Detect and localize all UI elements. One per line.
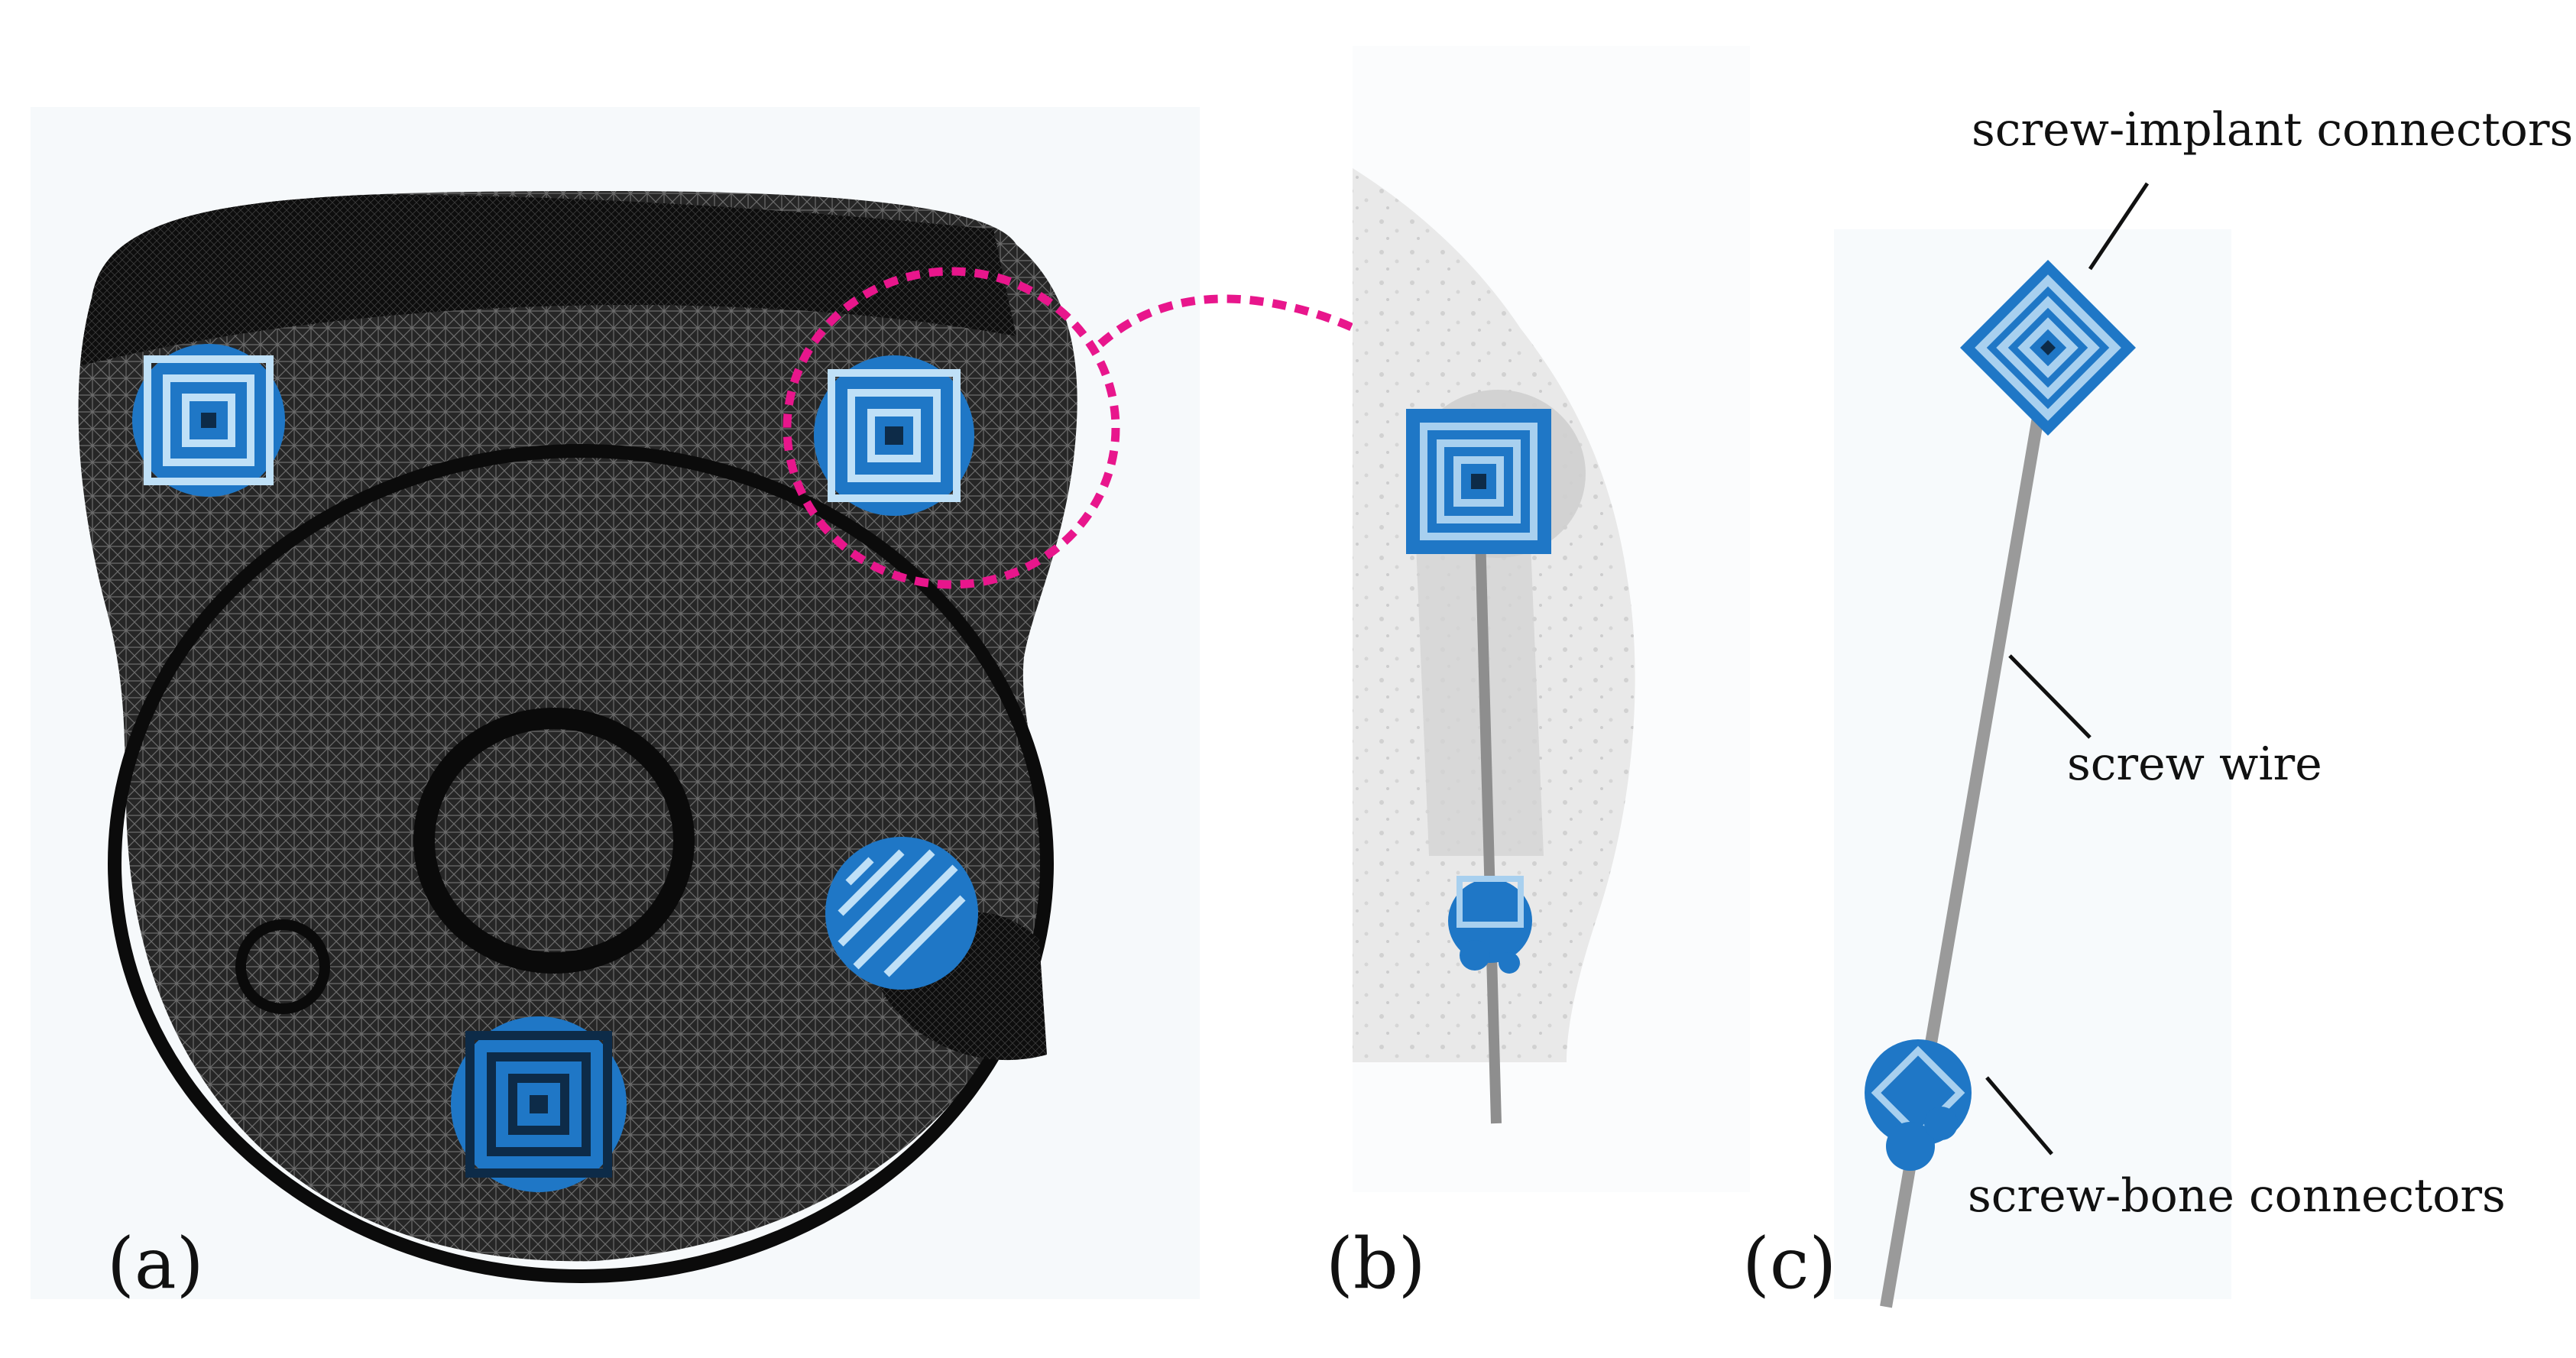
leader-screw-wire [2008,654,2092,739]
panel-a-label: (a) [107,1223,204,1305]
connector-a-top-right [814,355,974,516]
label-screw-implant-connectors: screw-implant connectors [1972,103,2574,157]
panel-b-screw-in-bone [1353,46,1750,1192]
highlight-circle [783,267,1120,589]
panel-c-label: (c) [1742,1223,1837,1305]
panel-b-label: (b) [1326,1223,1426,1305]
connector-a-top-left [132,344,285,497]
connector-a-right [825,837,978,990]
leader-screw-bone [1985,1076,2053,1155]
leader-screw-implant [2088,182,2150,271]
connector-a-bottom [451,1016,627,1192]
connector-c-implant [1960,260,2136,436]
connector-b-implant [1406,409,1551,554]
implant-top-edge [78,195,1016,367]
connector-c-bone [1865,1039,1972,1171]
connector-b-bone [1448,876,1532,974]
panel-c-screw-model [1834,182,2231,1308]
screw-wire-b [1473,477,1502,1124]
implant-small-hole [235,919,330,1014]
label-screw-wire: screw wire [2067,737,2322,791]
label-screw-bone-connectors: screw-bone connectors [1968,1169,2506,1223]
panel-a-implant-mesh [31,107,1200,1299]
implant-center-hole [413,708,695,974]
implant-large-disc [108,444,1054,1283]
